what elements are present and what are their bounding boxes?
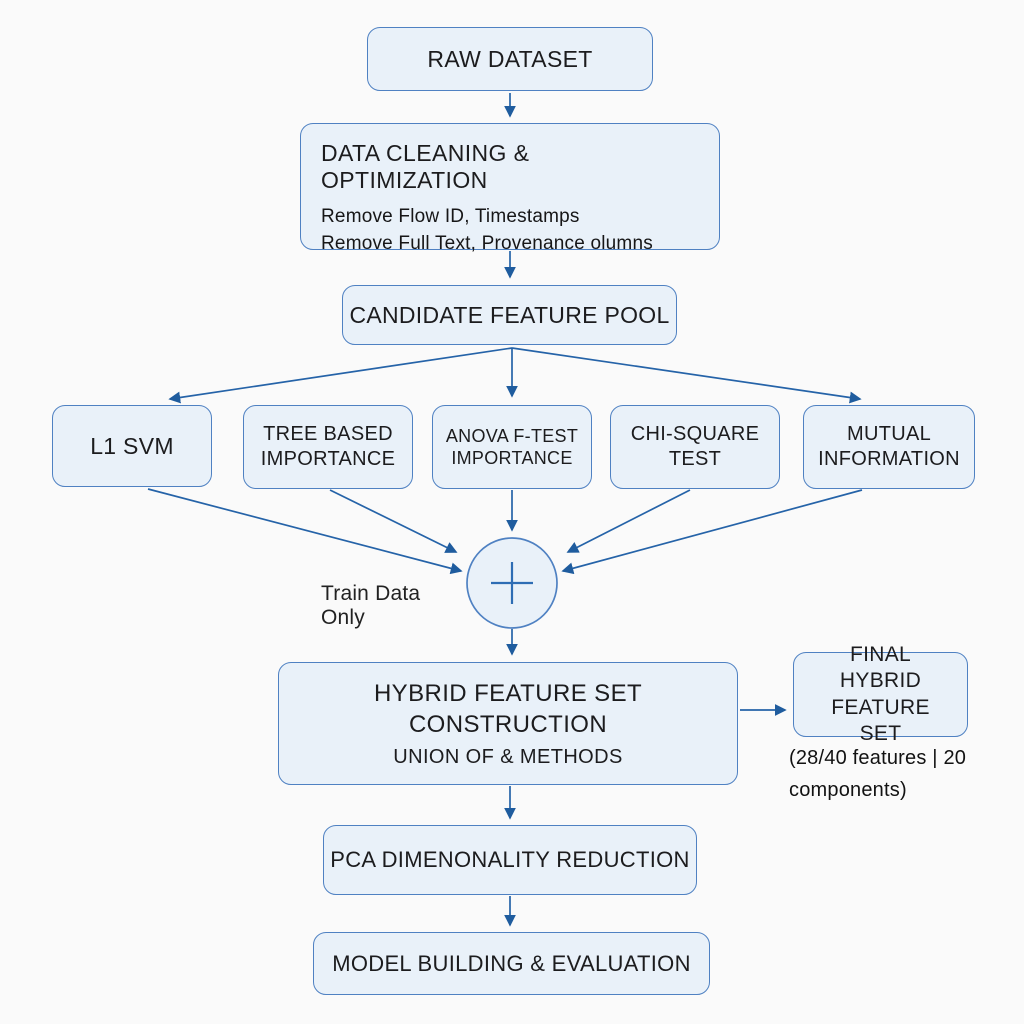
node-hybrid-feature-set-construction: HYBRID FEATURE SET CONSTRUCTION UNION OF… [278, 662, 738, 785]
node-model-building-evaluation: MODEL BUILDING & EVALUATION [313, 932, 710, 995]
arrow-mutual-to-merge [561, 489, 863, 575]
arrow-chi-to-merge [566, 489, 691, 553]
final-feature-set-caption: (28/40 features | 20 components) [789, 747, 967, 801]
node-mutual-information: MUTUAL INFORMATION [803, 405, 975, 489]
node-label: L1 SVM [90, 432, 174, 459]
arrow-pool-to-l1svm [168, 347, 513, 404]
node-label: FINAL HYBRID FEATURE SET [831, 643, 930, 745]
node-subtitle: UNION OF & METHODS [393, 746, 623, 769]
node-label: RAW DATASET [427, 45, 593, 72]
arrow-tree-to-merge [329, 489, 458, 553]
node-label: MUTUAL INFORMATION [818, 423, 960, 470]
merge-node [466, 537, 558, 629]
node-label: TREE BASED IMPORTANCE [260, 423, 396, 470]
node-title: DATA CLEANING & OPTIMIZATION [321, 140, 530, 193]
node-label: CANDIDATE FEATURE POOL [349, 301, 670, 328]
node-title: HYBRID FEATURE SET CONSTRUCTION [373, 679, 643, 738]
node-final-hybrid-feature-set: FINAL HYBRID FEATURE SET [793, 643, 968, 745]
train-data-only-label: Train Data Only [321, 582, 421, 629]
node-anova-f-test: ANOVA F-TEST IMPORTANCE [432, 405, 592, 489]
arrow-l1svm-to-merge [147, 488, 463, 575]
node-label: CHI-SQUARE TEST [630, 423, 760, 470]
arrow-pool-to-mutual [511, 347, 862, 404]
node-label: ANOVA F-TEST IMPORTANCE [445, 425, 579, 469]
node-tree-based-importance: TREE BASED IMPORTANCE [243, 405, 413, 489]
node-data-cleaning: DATA CLEANING & OPTIMIZATION Remove Flow… [300, 123, 720, 254]
node-detail-line: Remove Flow ID, Timestamps [321, 206, 580, 227]
node-pca-dimensionality-reduction: PCA DIMENONALITY REDUCTION [323, 825, 697, 895]
plus-icon [491, 562, 533, 604]
node-chi-square-test: CHI-SQUARE TEST [610, 405, 780, 489]
node-raw-dataset: RAW DATASET [367, 27, 653, 91]
node-l1-svm: L1 SVM [52, 405, 212, 487]
node-detail-line: Remove Full Text, Provenance olumns [321, 232, 653, 254]
node-label: MODEL BUILDING & EVALUATION [332, 950, 691, 976]
node-candidate-feature-pool: CANDIDATE FEATURE POOL [342, 285, 677, 345]
node-label: PCA DIMENONALITY REDUCTION [330, 847, 690, 873]
